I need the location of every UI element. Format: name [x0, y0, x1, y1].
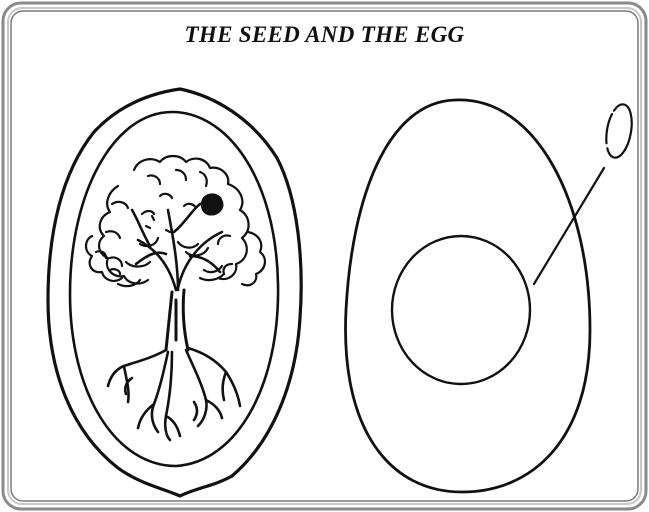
picture-frame — [3, 3, 646, 509]
seed-embryo-inner — [70, 112, 278, 466]
tree-trunk — [166, 290, 188, 350]
egg-yolk — [392, 236, 530, 384]
diagram-title: THE SEED AND THE EGG — [0, 22, 649, 48]
egg-figure — [346, 100, 636, 492]
seed-coat-outer — [48, 89, 301, 496]
germ-cell-icon — [602, 102, 635, 159]
tree-roots — [108, 348, 240, 440]
germ-pointer-line — [534, 168, 604, 284]
seed-figure — [48, 89, 301, 496]
egg-shell-outline — [346, 100, 590, 492]
tree-with-roots-icon — [86, 156, 265, 440]
